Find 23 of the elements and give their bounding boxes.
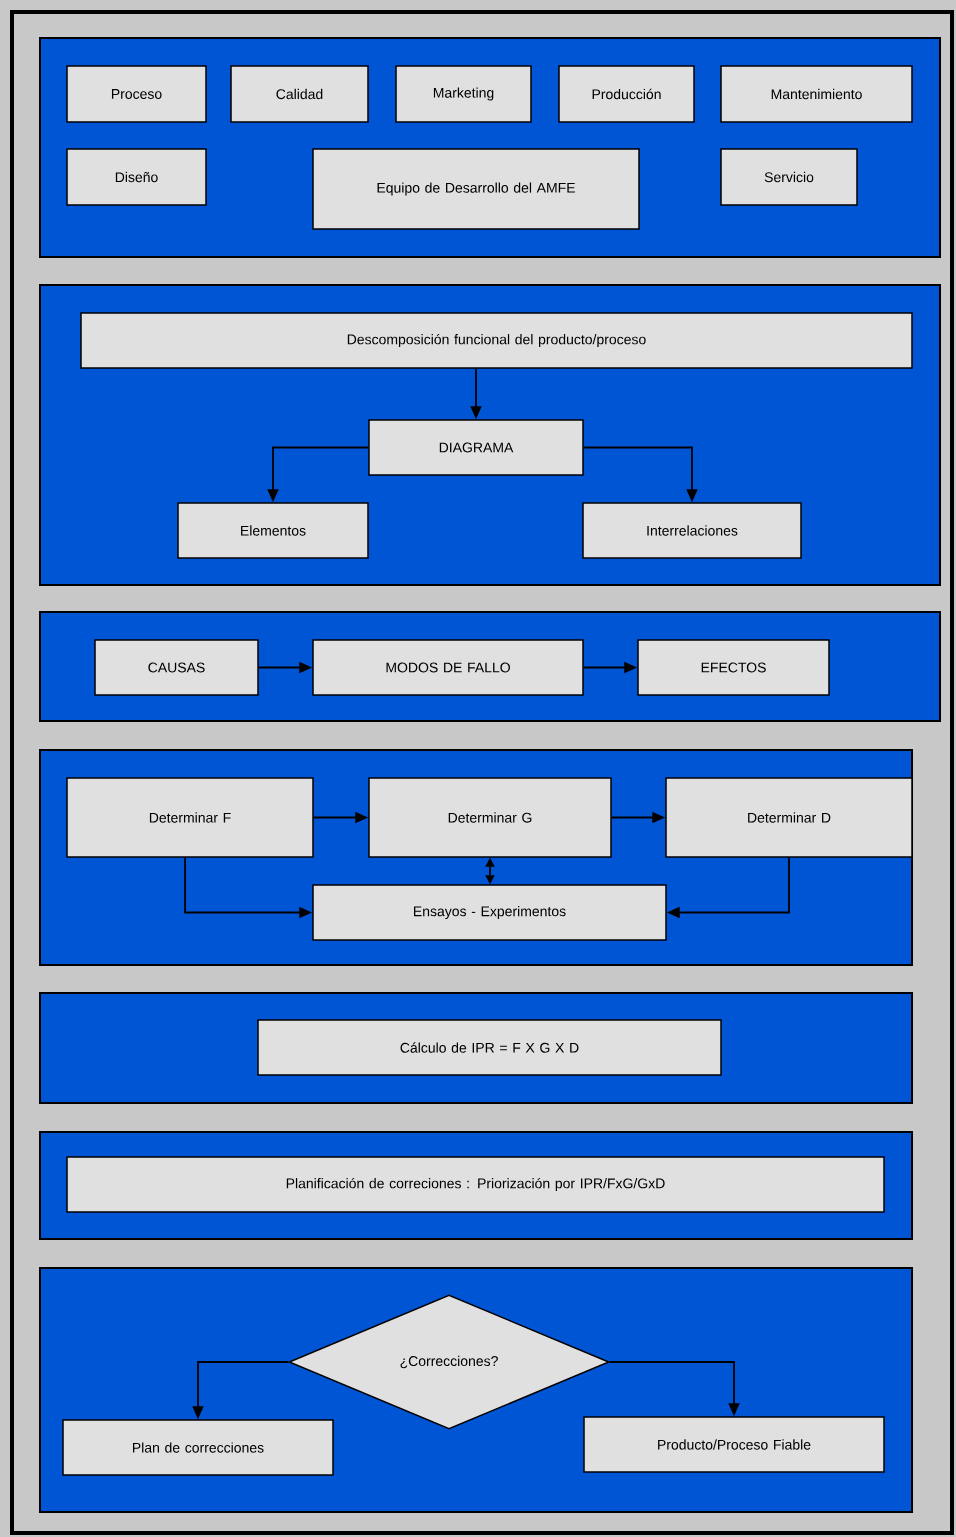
process-box: Determinar G — [368, 777, 612, 858]
process-box: Equipo de Desarrollo del AMFE — [312, 148, 640, 230]
process-box: Proceso — [66, 65, 207, 123]
process-box: CAUSAS — [94, 639, 259, 696]
process-box: Interrelaciones — [582, 502, 802, 559]
process-box: EFECTOS — [637, 639, 830, 696]
process-box: Cálculo de IPR = F X G X D — [257, 1019, 722, 1076]
process-box: Determinar D — [665, 777, 913, 858]
process-box: Diseño — [66, 148, 207, 206]
process-box: Ensayos - Experimentos — [312, 884, 667, 941]
process-box: Calidad — [230, 65, 369, 123]
process-box: Elementos — [177, 502, 369, 559]
process-box: Producto/Proceso Fiable — [583, 1416, 885, 1473]
process-box: Marketing — [395, 65, 532, 123]
process-box: Mantenimiento — [720, 65, 913, 123]
process-box: Servicio — [720, 148, 858, 206]
process-box: Plan de correcciones — [62, 1419, 334, 1476]
process-box: Producción — [558, 65, 695, 123]
process-box: Descomposición funcional del producto/proceso — [80, 312, 913, 369]
process-box: DIAGRAMA — [368, 419, 584, 476]
process-box: Determinar F — [66, 777, 314, 858]
process-box: Planificación de correciones : Priorización por IPR/FxG/GxD — [66, 1156, 885, 1213]
process-box: MODOS DE FALLO — [312, 639, 584, 696]
